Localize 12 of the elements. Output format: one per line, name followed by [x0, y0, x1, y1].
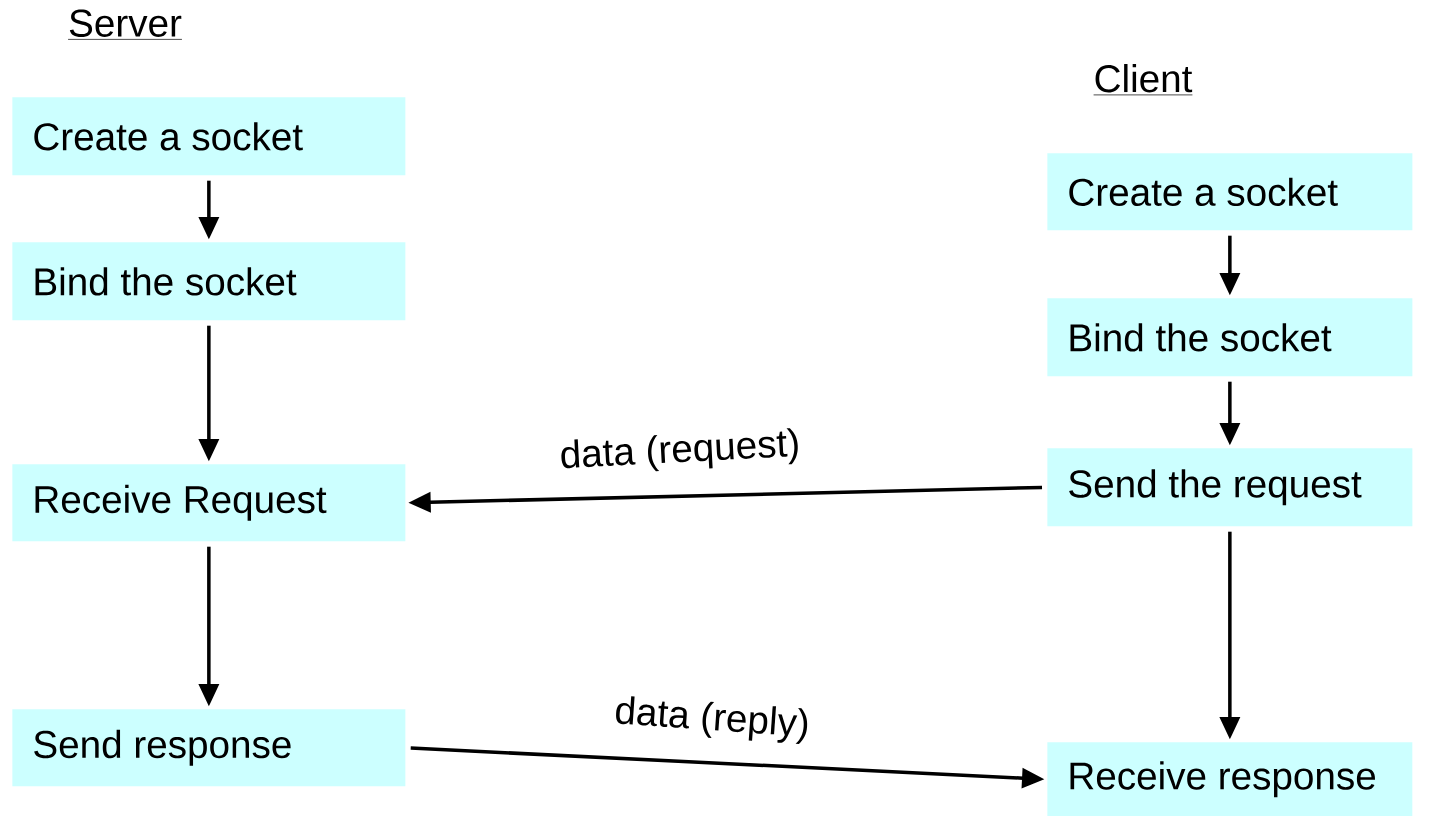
process-box: Receive response — [1047, 742, 1413, 816]
process-box: Send the request — [1047, 448, 1413, 527]
process-box: Receive Request — [12, 464, 406, 542]
heading-label: Server — [67, 9, 183, 40]
process-box: Bind the socket — [1047, 298, 1413, 377]
edge-label: data (request) — [557, 425, 803, 479]
process-box: Send response — [12, 709, 406, 787]
edge-label: data (reply) — [611, 693, 813, 747]
process-box: Bind the socket — [12, 242, 406, 321]
heading-label: Client — [1093, 64, 1193, 96]
process-box: Create a socket — [1047, 153, 1413, 231]
process-box: Create a socket — [12, 97, 406, 176]
